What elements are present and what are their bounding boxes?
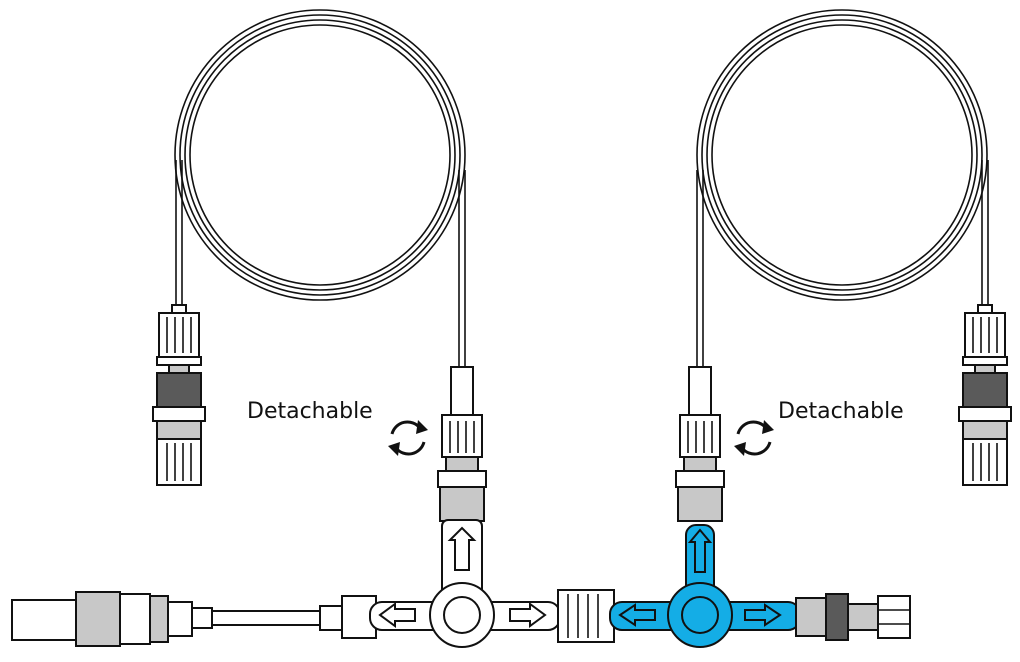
left-detachable-label: Detachable [247, 399, 373, 424]
flow-arrow-icon [744, 603, 782, 627]
right-stopcock-highlighted [609, 524, 801, 648]
main-line-right-connector [795, 593, 911, 641]
flow-arrow-icon [687, 528, 713, 573]
rotating-collar [557, 589, 615, 643]
flow-arrow-icon [378, 602, 416, 628]
rotate-arrows-icon [732, 418, 776, 458]
flow-arrow-icon [618, 603, 656, 627]
left-detachable-connector [437, 366, 487, 522]
left-stopcock [369, 519, 561, 648]
right-end-luer-connector [958, 304, 1012, 486]
flow-arrow-icon [509, 602, 547, 628]
left-tubing-coil [174, 9, 466, 367]
right-detachable-connector [675, 366, 725, 522]
right-detachable-label: Detachable [778, 399, 904, 424]
main-line [11, 591, 377, 647]
flow-arrow-icon [447, 526, 477, 571]
right-tubing-coil [696, 9, 989, 367]
left-end-luer-connector [152, 304, 206, 486]
rotate-arrows-icon [386, 418, 430, 458]
